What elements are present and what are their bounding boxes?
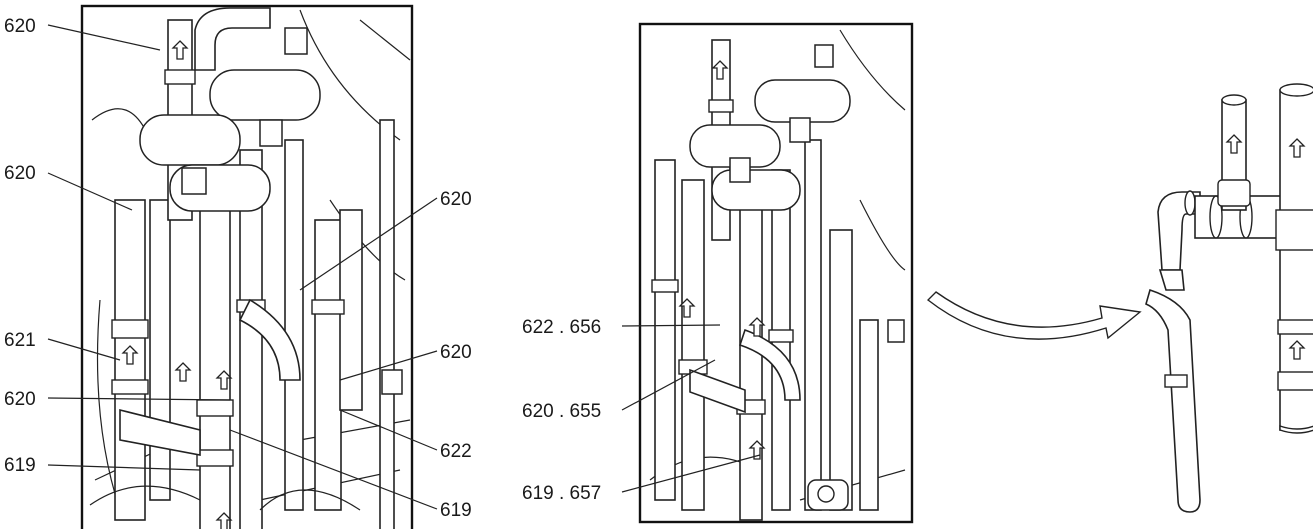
left-detail-panel: 620 620 620 621 620 620 619 622 619	[4, 4, 472, 529]
callout-621: 621	[4, 330, 36, 351]
callout-622-656: 622 . 656	[522, 317, 601, 338]
transition-arrow	[926, 291, 1142, 340]
left-pipe-drawing	[89, 7, 411, 529]
callout-619-657: 619 . 657	[522, 483, 601, 504]
callout-622: 622	[440, 441, 472, 462]
isolated-pipe-assembly	[1145, 83, 1313, 513]
middle-pipe-drawing	[649, 29, 906, 521]
callout-620-655: 620 . 655	[522, 401, 601, 422]
callout-620-d: 620	[440, 342, 472, 363]
callout-619-a: 619	[4, 455, 36, 476]
callout-620-e: 620	[4, 389, 36, 410]
callout-620-c: 620	[440, 189, 472, 210]
callout-619-b: 619	[440, 500, 472, 521]
callout-620-b: 620	[4, 163, 36, 184]
middle-panel-frame	[638, 22, 914, 524]
left-panel-frame	[80, 4, 414, 529]
callout-620-a: 620	[4, 16, 36, 37]
middle-detail-panel: 622 . 656 620 . 655 619 . 657	[522, 22, 914, 524]
